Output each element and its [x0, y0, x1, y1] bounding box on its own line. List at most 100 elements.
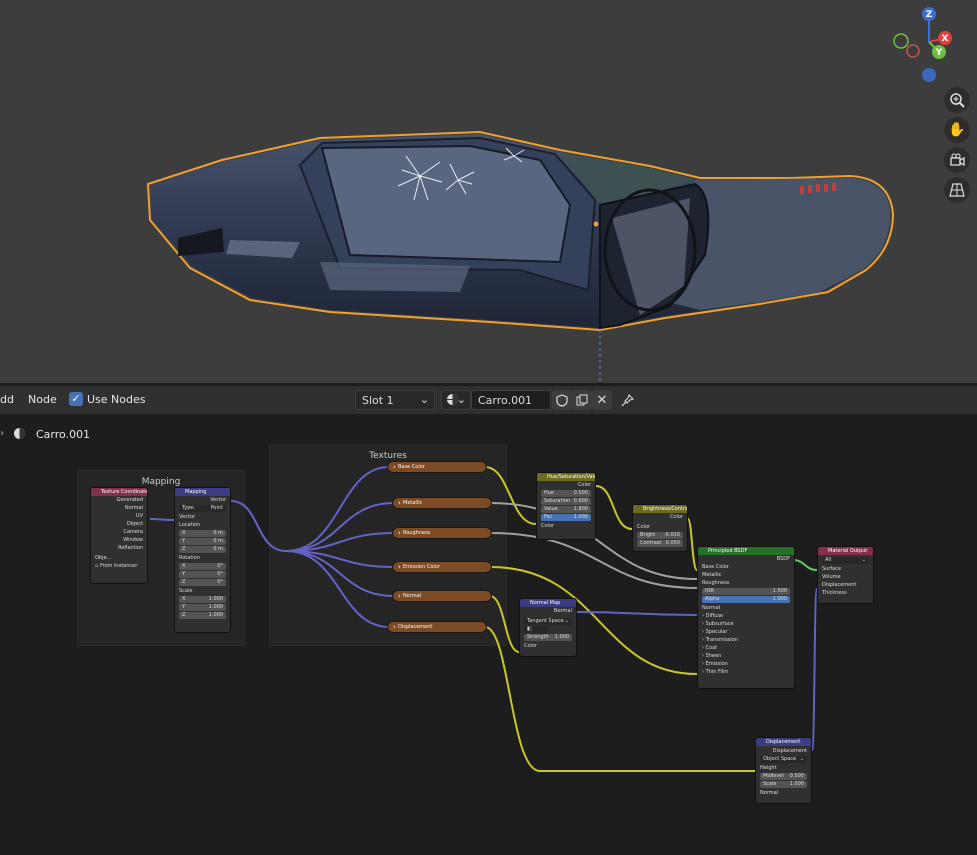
socket-object[interactable]: Object	[126, 521, 143, 527]
socket-metallic[interactable]: Metallic	[702, 572, 722, 578]
socket-color-out[interactable]: Color	[669, 514, 683, 520]
panel-diffuse[interactable]: › Diffuse	[702, 613, 724, 619]
pan-button[interactable]: ✋	[944, 117, 970, 143]
panel-sheen[interactable]: › Sheen	[702, 653, 722, 659]
node-texture-displacement[interactable]: Displacement	[387, 621, 487, 633]
socket-height[interactable]: Height	[760, 765, 777, 771]
car-model[interactable]	[0, 0, 977, 383]
socket-color-in[interactable]: Color	[524, 643, 538, 649]
object-field[interactable]: Obje...	[91, 554, 147, 562]
socket-normal[interactable]: Normal	[124, 505, 143, 511]
use-nodes-checkbox[interactable]: ✓	[69, 392, 83, 406]
socket-normal[interactable]: Normal	[702, 605, 721, 611]
panel-emission[interactable]: › Emission	[702, 661, 728, 667]
panel-subsurface[interactable]: › Subsurface	[702, 621, 734, 627]
panel-specular[interactable]: › Specular	[702, 629, 728, 635]
node-normal-map[interactable]: Normal Map Normal Tangent Space⌄ ◧ Stren…	[519, 598, 577, 657]
socket-displacement[interactable]: Displacement	[822, 582, 857, 588]
node-mapping[interactable]: Mapping Vector Type:Point Vector Locatio…	[174, 487, 231, 633]
socket-generated[interactable]: Generated	[116, 497, 143, 503]
field-value: 1.000	[554, 634, 569, 640]
node-texture-roughness[interactable]: Roughness	[392, 527, 492, 539]
slot-dropdown[interactable]: Slot 1 ⌄	[355, 390, 435, 410]
panel-thin-film[interactable]: › Thin Film	[702, 669, 729, 675]
socket-camera[interactable]: Camera	[123, 529, 143, 535]
target-dropdown[interactable]: All⌄	[822, 557, 869, 564]
pin-button[interactable]	[617, 390, 637, 410]
node-menu[interactable]: Node	[28, 393, 57, 406]
node-material-output[interactable]: Material Output All⌄ Surface Volume Disp…	[817, 546, 874, 604]
socket-reflection[interactable]: Reflection	[118, 545, 143, 551]
object-label: Obje...	[95, 555, 112, 561]
field-label: Fac	[544, 514, 553, 520]
space-dropdown[interactable]: Tangent Space⌄	[524, 618, 572, 625]
node-principled-bsdf[interactable]: Principled BSDF BSDF Base Color Metallic…	[697, 546, 795, 689]
field-value: 1.000	[208, 612, 223, 618]
panel-coat[interactable]: › Coat	[702, 645, 718, 651]
socket-bsdf-out[interactable]: BSDF	[776, 556, 790, 562]
socket-thickness[interactable]: Thickness	[822, 590, 847, 596]
socket-surface[interactable]: Surface	[822, 566, 842, 572]
socket-uv[interactable]: UV	[135, 513, 143, 519]
socket-color-in[interactable]: Color	[637, 524, 651, 530]
node-texture-normal[interactable]: Normal	[392, 590, 492, 602]
panel-transmission[interactable]: › Transmission	[702, 637, 738, 643]
use-nodes-label: Use Nodes	[87, 393, 146, 406]
node-texture-base-color[interactable]: Base Color	[387, 461, 487, 473]
unlink-material-button[interactable]: ✕	[592, 390, 612, 410]
uv-map-field[interactable]: ◧	[524, 626, 548, 633]
from-instancer-checkbox[interactable]: ▫ From Instancer	[91, 562, 147, 570]
camera-view-button[interactable]	[944, 147, 970, 173]
socket-displacement-out[interactable]: Displacement	[772, 748, 807, 754]
navigation-gizmo[interactable]: Z X Y	[885, 4, 975, 89]
socket-base-color[interactable]: Base Color	[702, 564, 729, 570]
frame-textures[interactable]: Textures	[269, 444, 507, 646]
node-brightness-contrast[interactable]: Brightness/Contrast Color Color Bright-0…	[632, 504, 688, 552]
material-browse-button[interactable]: ⌄	[441, 390, 471, 410]
node-displacement[interactable]: Displacement Displacement Object Space⌄ …	[755, 737, 812, 804]
perspective-toggle-button[interactable]	[944, 177, 970, 203]
socket-vector-out[interactable]: Vector	[210, 497, 226, 503]
node-texture-metallic[interactable]: Metallic	[392, 497, 492, 509]
duplicate-material-button[interactable]	[572, 390, 592, 410]
socket-color-out[interactable]: Color	[577, 482, 591, 488]
fake-user-button[interactable]	[552, 390, 572, 410]
material-name-field[interactable]: Carro.001	[471, 390, 551, 410]
zoom-button[interactable]	[944, 87, 970, 113]
3d-viewport[interactable]: Z X Y ✋	[0, 0, 977, 383]
socket-normal[interactable]: Normal	[760, 790, 779, 796]
space-dropdown[interactable]: Object Space⌄	[760, 756, 807, 763]
socket-normal-out[interactable]: Normal	[553, 608, 572, 614]
socket-roughness[interactable]: Roughness	[702, 580, 730, 586]
add-menu[interactable]: dd	[0, 393, 14, 406]
field-value: 1.000	[208, 604, 223, 610]
node-texture-emission-color[interactable]: Emission Color	[392, 561, 492, 573]
socket-color-in[interactable]: Color	[541, 523, 555, 529]
type-dropdown[interactable]: Type:Point	[179, 505, 226, 512]
socket-window[interactable]: Window	[123, 537, 143, 543]
socket-volume[interactable]: Volume	[822, 574, 841, 580]
socket-vector-in[interactable]: Vector	[179, 514, 195, 520]
bright-field[interactable]: Bright-0.010	[637, 532, 683, 539]
node-texture-coordinate[interactable]: Texture Coordinate Generated Normal UV O…	[90, 487, 148, 584]
